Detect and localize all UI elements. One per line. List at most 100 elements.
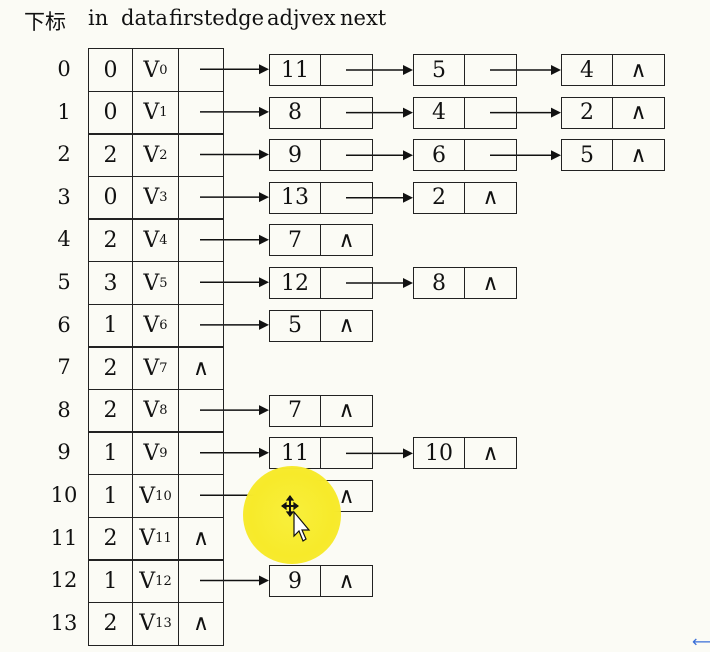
in-degree-cell: 1 — [88, 431, 133, 476]
edge-node-adjvex: 2 — [413, 181, 465, 214]
edge-node-next — [320, 437, 373, 470]
edge-node-next — [464, 96, 517, 129]
in-degree-value: 1 — [103, 313, 118, 339]
in-degree-cell: 2 — [88, 516, 133, 561]
vertex-name: V — [143, 100, 160, 126]
in-degree-value: 2 — [103, 398, 118, 424]
edge-node-adjvex: 10 — [413, 437, 465, 470]
vertex-index: 10 — [50, 483, 78, 507]
adjvex-value: 5 — [432, 57, 446, 83]
edge-node-adjvex: 5 — [413, 54, 465, 86]
in-degree-cell: 0 — [88, 175, 133, 220]
edge-node-next — [320, 267, 373, 299]
null-pointer: ∧ — [482, 270, 499, 296]
in-degree-cell: 2 — [88, 346, 133, 391]
vertex-index: 12 — [50, 568, 78, 593]
adjvex-value: 2 — [432, 185, 446, 211]
in-degree-value: 0 — [103, 57, 118, 83]
firstedge-cell: ∧ — [178, 601, 224, 646]
adjvex-value: 6 — [432, 142, 446, 168]
edge-arrowhead — [403, 150, 413, 161]
edge-node-next — [320, 139, 373, 172]
in-degree-cell: 0 — [88, 90, 133, 135]
in-degree-value: 2 — [103, 526, 118, 552]
in-degree-value: 0 — [103, 185, 118, 211]
vertex-name: V — [143, 270, 160, 296]
null-pointer: ∧ — [630, 100, 647, 126]
in-degree-value: 1 — [103, 483, 118, 509]
adjvex-value: 7 — [288, 398, 302, 424]
vertex-subscript: 3 — [159, 190, 168, 206]
edge-node-next: ∧ — [320, 309, 373, 342]
in-degree-cell: 2 — [88, 133, 133, 178]
in-degree-cell: 2 — [88, 218, 133, 263]
adjvex-value: 4 — [432, 100, 446, 126]
vertex-subscript: 6 — [159, 318, 168, 334]
edge-arrowhead — [403, 448, 413, 459]
header-index: 下标 — [24, 10, 66, 34]
vertex-index: 3 — [57, 184, 71, 209]
vertex-name: V — [143, 440, 160, 466]
edge-arrowhead — [259, 149, 269, 160]
in-degree-cell: 1 — [88, 474, 133, 519]
vertex-index: 7 — [57, 355, 71, 380]
edge-arrowhead — [403, 278, 413, 288]
header-adjvex: adjvex — [267, 6, 336, 30]
vertex-subscript: 1 — [159, 105, 168, 121]
vertex-index: 8 — [57, 397, 71, 422]
in-degree-value: 2 — [103, 611, 118, 637]
null-pointer: ∧ — [482, 440, 499, 466]
firstedge-cell — [178, 474, 224, 519]
edge-node-adjvex: 12 — [269, 267, 321, 299]
edge-node-adjvex: 9 — [269, 139, 321, 172]
firstedge-cell — [178, 303, 224, 348]
adjvex-value: 13 — [281, 185, 309, 211]
adjvex-value: 9 — [288, 568, 302, 594]
edge-arrowhead — [551, 107, 561, 118]
edge-node-next — [320, 96, 373, 129]
edge-arrowhead — [551, 150, 561, 161]
edge-node-next: ∧ — [464, 437, 517, 470]
vertex-subscript: 11 — [155, 531, 172, 547]
vertex-subscript: 7 — [159, 360, 168, 376]
vertex-index: 9 — [57, 440, 71, 465]
vertex-index: 0 — [57, 57, 71, 81]
vertex-name: V — [143, 185, 160, 211]
edge-arrowhead — [259, 447, 269, 458]
edge-node-next: ∧ — [612, 139, 665, 172]
mouse-cursor-icon — [281, 495, 311, 542]
vertex-subscript: 5 — [159, 275, 168, 291]
header-firstedge: firstedge — [169, 6, 265, 30]
edge-arrowhead — [259, 575, 269, 586]
null-pointer: ∧ — [192, 526, 210, 552]
edge-node-adjvex: 5 — [269, 309, 321, 342]
null-pointer: ∧ — [338, 398, 355, 424]
vertex-subscript: 2 — [159, 147, 168, 163]
edge-arrowhead — [259, 405, 269, 416]
adjvex-value: 5 — [288, 313, 302, 339]
edge-node-next: ∧ — [320, 224, 373, 257]
vertex-name: V — [143, 142, 160, 168]
in-degree-cell: 1 — [88, 559, 133, 604]
firstedge-cell — [178, 48, 224, 93]
adjvex-value: 8 — [288, 100, 302, 126]
adjvex-value: 5 — [580, 142, 594, 168]
vertex-index: 4 — [57, 227, 71, 252]
adjvex-value: 12 — [281, 270, 309, 296]
vertex-index: 5 — [57, 270, 71, 294]
edge-node-adjvex: 11 — [269, 54, 321, 86]
in-degree-cell: 3 — [88, 261, 133, 306]
edge-arrowhead — [259, 319, 269, 330]
vertex-subscript: 8 — [159, 403, 168, 419]
edge-arrowhead — [403, 192, 413, 203]
